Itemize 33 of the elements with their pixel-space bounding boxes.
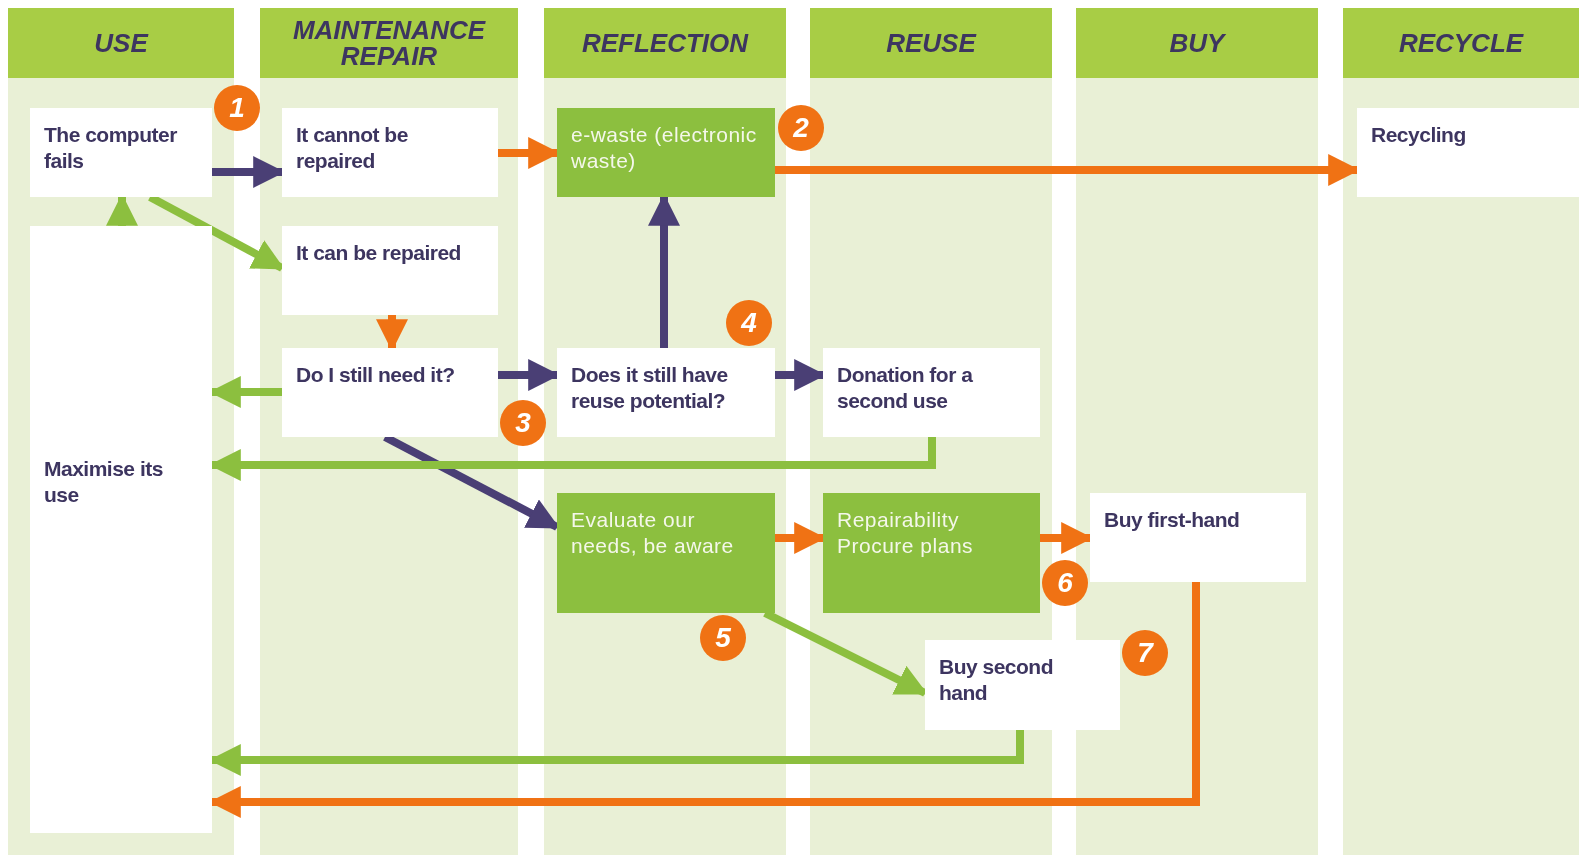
box-text: Do I still need it? (296, 362, 456, 388)
callout-number: 4 (726, 300, 772, 346)
callout-number: 2 (778, 105, 824, 151)
process-box (1090, 493, 1306, 582)
callout-number: 6 (1042, 560, 1088, 606)
box-text: The computer fails (44, 122, 178, 174)
box-text: Buy first-hand (1104, 507, 1241, 533)
callout-number: 1 (214, 85, 260, 131)
box-text: Maximise its use (44, 456, 164, 508)
box-text: It cannot be repaired (296, 122, 409, 174)
process-box (30, 226, 212, 833)
box-text: Buy second hand (939, 654, 1055, 706)
box-text: Donation for a second use (837, 362, 974, 414)
box-text: Evaluate our needs, be aware (571, 507, 735, 559)
process-box (282, 226, 498, 315)
process-box (823, 348, 1040, 437)
lane-header: BUY (1076, 8, 1318, 78)
callout-number: 3 (500, 400, 546, 446)
process-box (1357, 108, 1579, 197)
box-text: Does it still have reuse potential? (571, 362, 729, 414)
lane-header: REUSE (810, 8, 1052, 78)
lane-header: REFLECTION (544, 8, 786, 78)
box-text: Recycling (1371, 122, 1467, 148)
swimlane (1343, 8, 1579, 855)
lane-header: RECYCLE (1343, 8, 1579, 78)
lane-header: USE (8, 8, 234, 78)
box-text: Repairability Procure plans (837, 507, 975, 559)
box-text: e-waste (electronic waste) (571, 122, 758, 174)
lane-header: MAINTENANCE REPAIR (260, 8, 518, 78)
swimlane (1076, 8, 1318, 855)
box-text: It can be repaired (296, 240, 462, 266)
process-box (282, 108, 498, 197)
callout-number: 5 (700, 615, 746, 661)
